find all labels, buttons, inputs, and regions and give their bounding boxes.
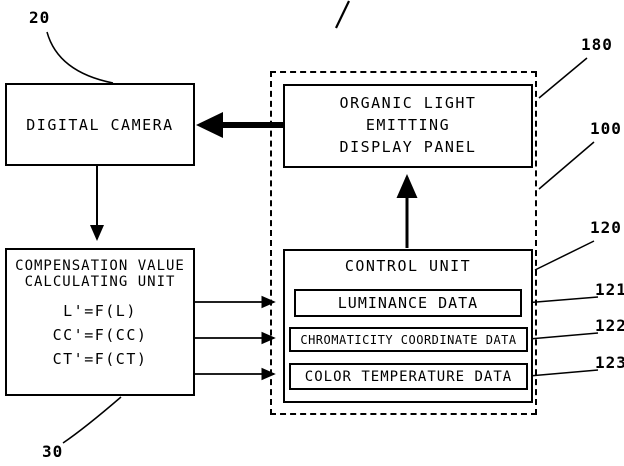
ref-121: 121: [595, 280, 624, 299]
ref-100: 100: [590, 119, 622, 138]
chromaticity-data-label: CHROMATICITY COORDINATE DATA: [300, 332, 517, 347]
digital-camera-label: DIGITAL CAMERA: [26, 115, 174, 134]
panel-to-camera-arrow-head: [196, 112, 223, 138]
system-boundary-box: [270, 71, 537, 415]
color-temperature-data-box: COLOR TEMPERATURE DATA: [289, 363, 528, 390]
compensation-formula-colortemp: CT'=F(CT): [52, 350, 148, 368]
compensation-formula-luminance: L'=F(L): [63, 302, 137, 320]
luminance-data-label: LUMINANCE DATA: [337, 294, 479, 312]
compensation-formula-chromaticity: CC'=F(CC): [52, 326, 148, 344]
compensation-unit-label-line2: CALCULATING UNIT: [24, 274, 176, 290]
compensation-unit-box: COMPENSATION VALUE CALCULATING UNIT L'=F…: [5, 248, 195, 396]
luminance-data-box: LUMINANCE DATA: [294, 289, 522, 317]
display-panel-label-line1: ORGANIC LIGHT: [339, 94, 477, 113]
ref-122: 122: [595, 316, 624, 335]
chromaticity-data-box: CHROMATICITY COORDINATE DATA: [289, 327, 528, 352]
display-panel-box: ORGANIC LIGHT EMITTING DISPLAY PANEL: [283, 84, 533, 168]
display-panel-label-line2: EMITTING: [365, 116, 451, 135]
ref-20-leader: [46, 31, 114, 84]
ref-30: 30: [42, 442, 64, 461]
ref-120-leader: [534, 240, 595, 271]
ref-120: 120: [590, 218, 622, 237]
ref-180: 180: [581, 35, 613, 54]
compensation-unit-label-line1: COMPENSATION VALUE: [15, 258, 185, 274]
ref-123-leader: [528, 369, 599, 377]
display-panel-label-line3: DISPLAY PANEL: [339, 137, 477, 156]
ref-122-leader: [528, 332, 599, 340]
figure-tick-line: [335, 0, 350, 29]
control-unit-label: CONTROL UNIT: [344, 257, 472, 275]
ref-180-leader: [538, 57, 588, 99]
ref-123: 123: [595, 353, 624, 372]
ref-20: 20: [29, 8, 51, 27]
ref-30-leader: [62, 396, 122, 444]
digital-camera-box: DIGITAL CAMERA: [5, 83, 195, 166]
color-temperature-data-label: COLOR TEMPERATURE DATA: [304, 368, 513, 385]
ref-100-leader: [538, 141, 595, 190]
